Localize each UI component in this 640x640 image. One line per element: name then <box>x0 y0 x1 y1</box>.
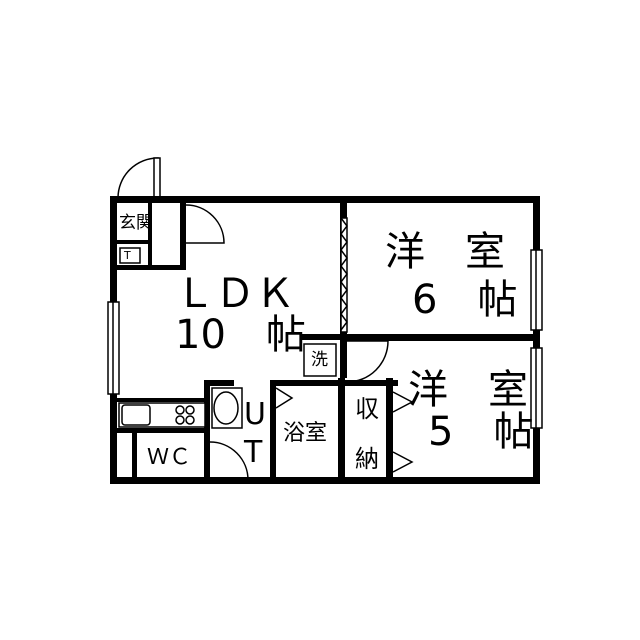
laundry-label: 洗 <box>311 350 328 370</box>
wc-label: ＷＣ <box>147 445 192 470</box>
western-room-5-name-label: 洋 室 <box>408 367 528 413</box>
storage-label-2: 納 <box>355 445 379 473</box>
ldk-size-label: 10 帖 <box>175 312 306 358</box>
western-room-6-size-label: 6 帖 <box>412 277 518 323</box>
sliding-partition <box>340 217 348 333</box>
western-room-5-size-label: 5 帖 <box>428 409 534 455</box>
door-swings <box>209 340 414 481</box>
entrance-door <box>117 157 161 201</box>
utility-label-u: U <box>244 397 266 432</box>
storage-label-1: 収 <box>355 395 379 423</box>
genkan-walls <box>110 196 225 270</box>
kitchen-counter <box>118 402 206 428</box>
windows <box>107 249 543 429</box>
bathroom-label: 浴室 <box>283 421 328 446</box>
washbasin <box>211 387 243 429</box>
laundry-pan <box>303 343 337 377</box>
ldk-name-label: ＬＤＫ <box>175 271 295 317</box>
genkan-label: 玄関 <box>119 213 153 233</box>
western-room-6-name-label: 洋 室 <box>385 229 505 275</box>
utility-label-t: T <box>244 435 263 470</box>
shoe-cabinet-label: T <box>124 249 131 262</box>
